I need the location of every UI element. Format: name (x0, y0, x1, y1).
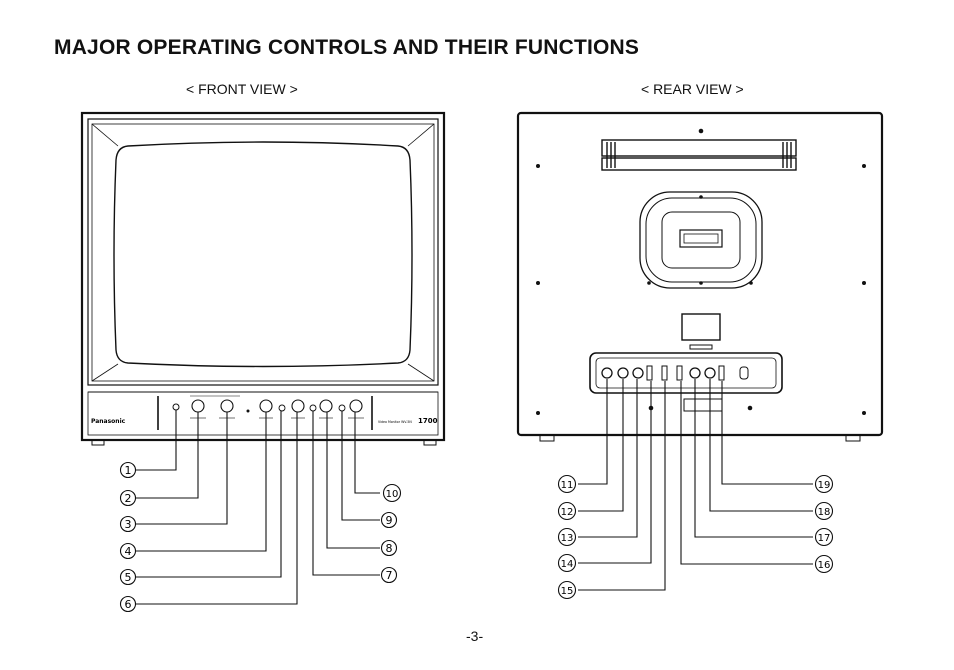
svg-text:3: 3 (125, 518, 132, 531)
page-number: -3- (466, 628, 484, 644)
callout-9: 9 (380, 511, 398, 529)
svg-text:5: 5 (125, 571, 132, 584)
callout-5: 5 (119, 568, 137, 586)
svg-text:8: 8 (386, 542, 393, 555)
callout-11: 11 (557, 474, 577, 494)
callout-7: 7 (380, 566, 398, 584)
model-number: 1700 (418, 417, 438, 425)
callout-19: 19 (814, 474, 834, 494)
svg-text:12: 12 (561, 507, 574, 518)
callout-13: 13 (557, 527, 577, 547)
svg-text:7: 7 (386, 569, 393, 582)
callout-1: 1 (119, 461, 137, 479)
front-callouts: 1 2 3 4 5 6 7 8 9 10 (119, 461, 402, 613)
svg-text:14: 14 (561, 559, 574, 570)
callout-15: 15 (557, 580, 577, 600)
callout-12: 12 (557, 501, 577, 521)
svg-text:19: 19 (818, 480, 831, 491)
callout-10: 10 (382, 483, 402, 503)
callout-8: 8 (380, 539, 398, 557)
front-view-monitor (80, 111, 446, 446)
front-view-label: < FRONT VIEW > (186, 81, 298, 97)
svg-text:13: 13 (561, 533, 574, 544)
callout-14: 14 (557, 553, 577, 573)
callout-6: 6 (119, 595, 137, 613)
svg-text:4: 4 (125, 545, 132, 558)
svg-text:6: 6 (125, 598, 132, 611)
svg-text:18: 18 (818, 507, 831, 518)
svg-text:2: 2 (125, 492, 132, 505)
svg-text:16: 16 (818, 560, 831, 571)
callout-2: 2 (119, 489, 137, 507)
callout-18: 18 (814, 501, 834, 521)
svg-text:15: 15 (561, 586, 574, 597)
svg-text:9: 9 (386, 514, 393, 527)
rear-leader-lines (578, 379, 813, 591)
rear-callouts: 11 12 13 14 15 16 17 18 19 (557, 474, 834, 600)
callout-4: 4 (119, 542, 137, 560)
page-title: MAJOR OPERATING CONTROLS AND THEIR FUNCT… (54, 36, 640, 59)
rear-view-monitor (516, 111, 884, 442)
front-leader-lines (136, 410, 380, 605)
callout-17: 17 (814, 527, 834, 547)
rear-screws (536, 128, 866, 415)
rear-view-label: < REAR VIEW > (641, 81, 744, 97)
svg-text:1: 1 (125, 464, 132, 477)
callout-16: 16 (814, 554, 834, 574)
model-text: Video Monitor WV-5N (378, 420, 412, 424)
svg-text:10: 10 (386, 489, 399, 500)
callout-3: 3 (119, 515, 137, 533)
brand-logo-text: Panasonic (91, 418, 126, 425)
svg-text:17: 17 (818, 533, 831, 544)
svg-text:11: 11 (561, 480, 574, 491)
